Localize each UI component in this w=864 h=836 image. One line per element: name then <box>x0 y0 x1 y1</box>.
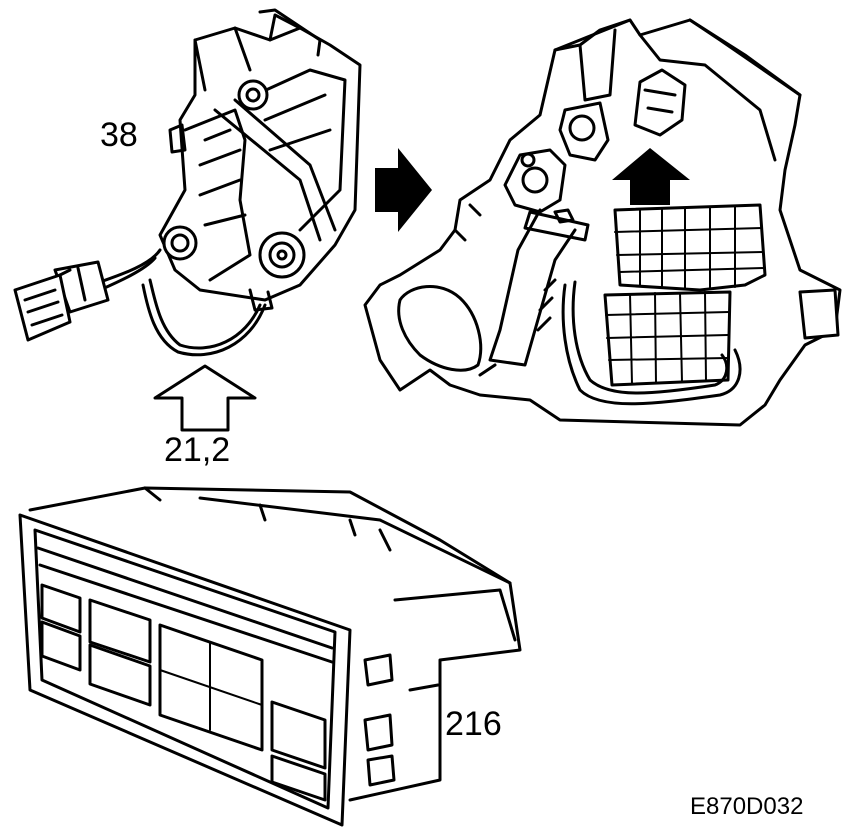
label-torque: 21,2 <box>164 431 231 469</box>
up-arrow-solid <box>612 148 690 205</box>
label-motor-ref: 38 <box>100 116 138 154</box>
up-arrow-outline <box>153 364 257 432</box>
actuator-motor <box>158 8 362 312</box>
figure-code: E870D032 <box>690 793 804 820</box>
climate-control-panel <box>18 486 522 827</box>
label-panel-ref: 216 <box>445 705 502 743</box>
wiring-connector <box>13 248 267 357</box>
heater-housing <box>363 18 842 427</box>
right-arrow-solid <box>375 148 432 232</box>
